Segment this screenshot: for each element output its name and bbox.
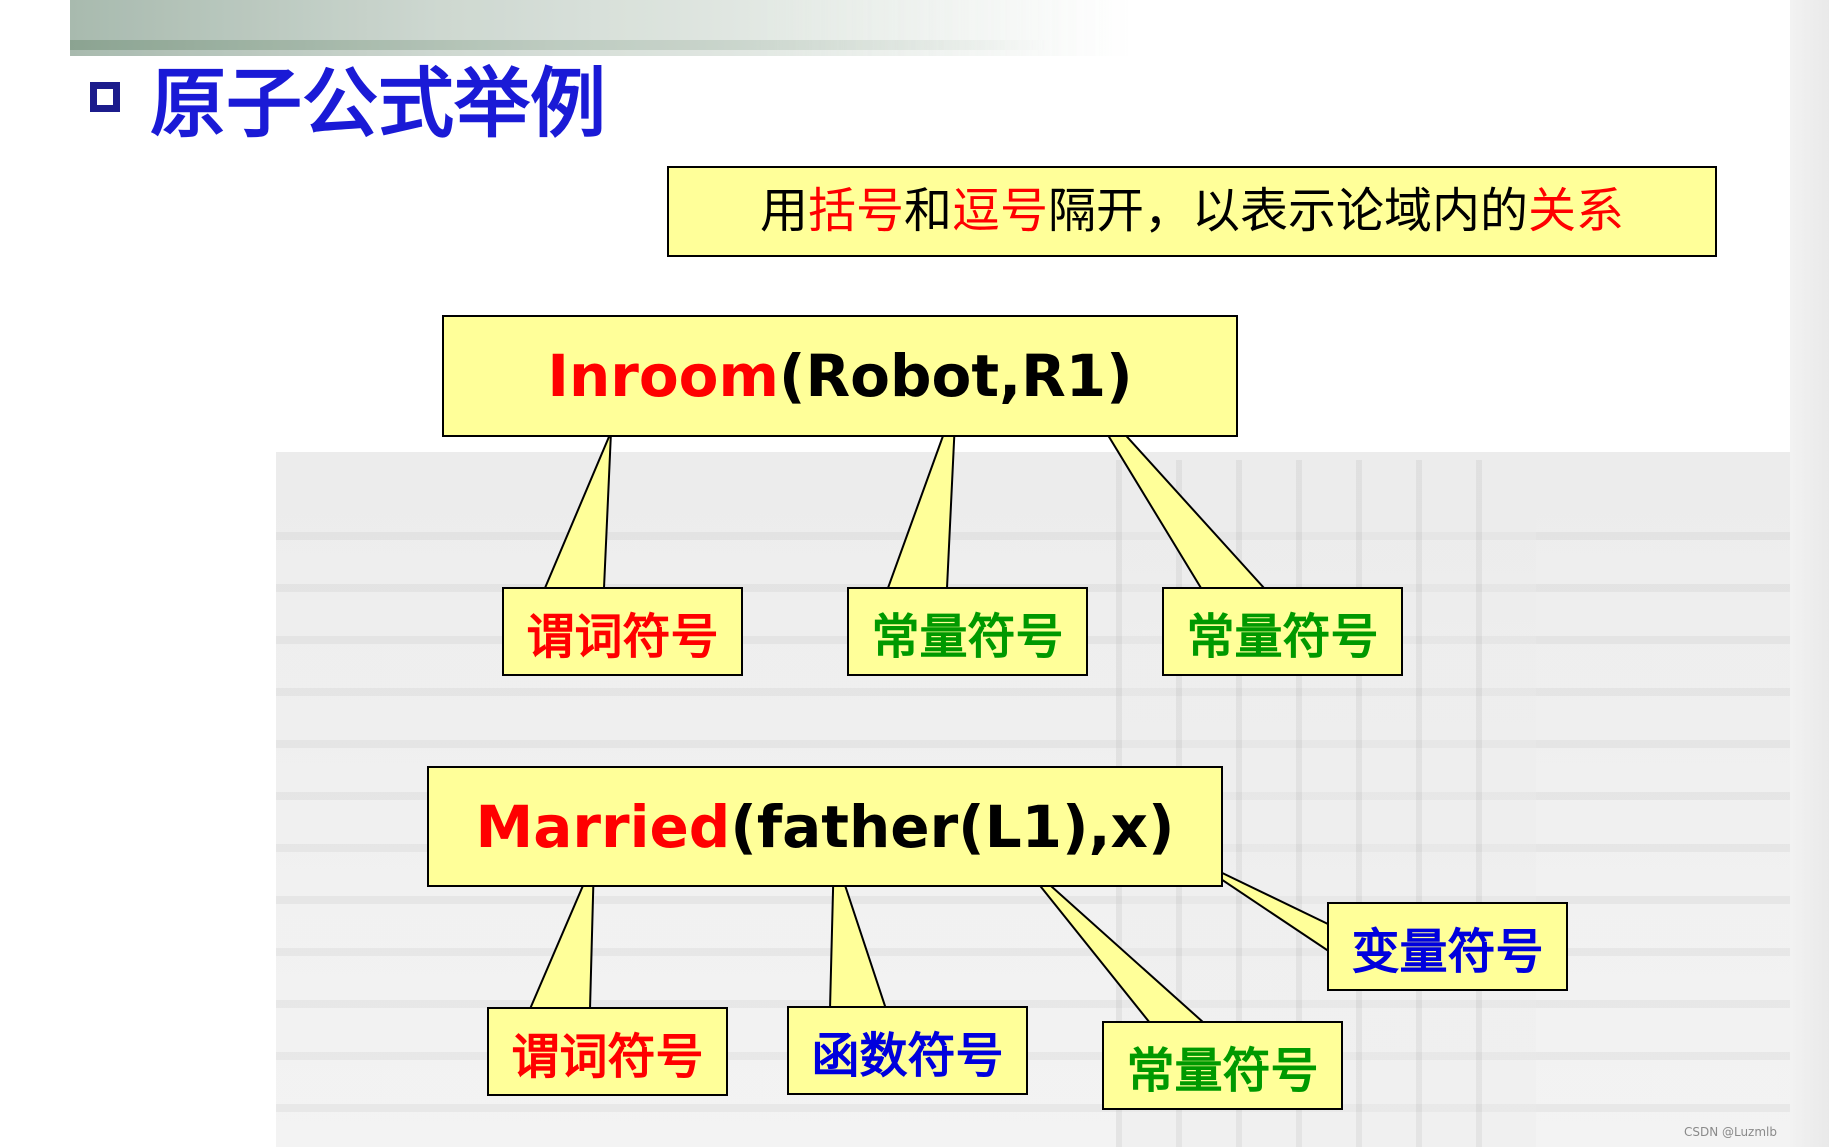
formula-args-married: (father(L1),x) — [730, 792, 1175, 861]
slide-title-text: 原子公式举例 — [150, 59, 606, 148]
callout-predicate-symbol-2: 谓词符号 — [487, 1007, 728, 1096]
window-edge — [1790, 0, 1829, 1147]
callout-constant-symbol-1: 常量符号 — [847, 587, 1088, 676]
note-text-3: 和 — [903, 183, 952, 239]
formula-args-inroom: (Robot,R1) — [778, 342, 1133, 410]
callout-variable-symbol: 变量符号 — [1327, 902, 1568, 991]
header-banner-image — [70, 0, 1130, 56]
note-text-comma: 逗号 — [952, 183, 1049, 239]
callout-predicate-symbol-1: 谓词符号 — [502, 587, 743, 676]
formula-box-inroom: Inroom(Robot,R1) — [442, 315, 1238, 437]
note-text-1: 用 — [759, 183, 808, 239]
formula-predicate-married: Married — [475, 792, 731, 861]
formula-box-married: Married(father(L1),x) — [427, 766, 1223, 887]
note-text-5: 隔开，以表示论域内的 — [1048, 183, 1529, 239]
callout-constant-symbol-3: 常量符号 — [1102, 1021, 1343, 1110]
watermark: CSDN @Luzmlb — [1683, 1125, 1777, 1139]
formula-predicate-inroom: Inroom — [547, 342, 779, 410]
callout-function-symbol: 函数符号 — [787, 1006, 1028, 1095]
pointer-predicate-1 — [543, 431, 612, 589]
note-text-relation: 关系 — [1528, 183, 1625, 239]
slide-title: 原子公式举例 — [90, 42, 606, 152]
note-text-parentheses: 括号 — [807, 183, 904, 239]
callout-constant-symbol-2: 常量符号 — [1162, 587, 1403, 676]
square-bullet-icon — [90, 82, 120, 112]
note-box: 用括号和逗号隔开，以表示论域内的关系 — [667, 166, 1717, 257]
